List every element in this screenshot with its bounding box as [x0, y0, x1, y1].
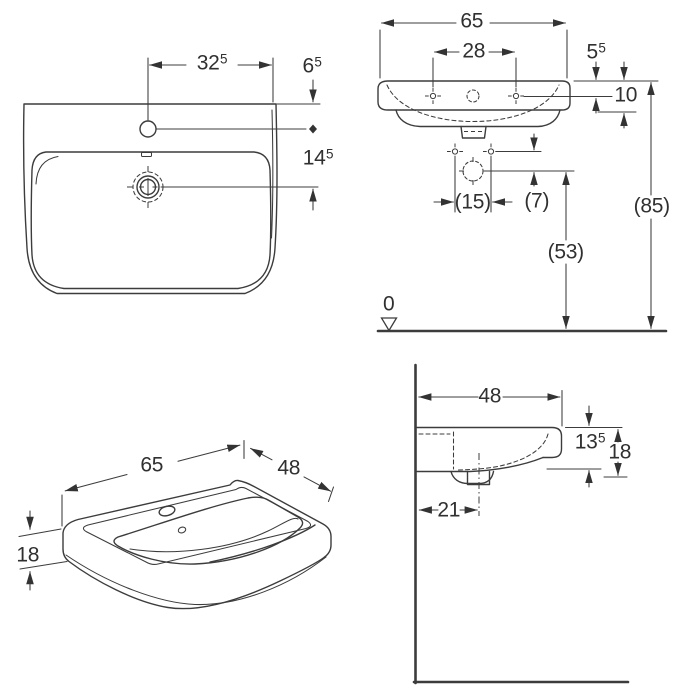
- inner-bowl-hidden-line: [386, 84, 560, 123]
- dim-label-front-rim-to-tap: 65: [302, 54, 322, 78]
- dim-label-iso-depth: 48: [277, 456, 301, 480]
- bracket-hole-left: [446, 143, 464, 160]
- drain-hidden: [462, 160, 484, 182]
- bowl-inner-curve: [129, 517, 299, 553]
- dim-label-install-drain-height: (53): [547, 240, 584, 264]
- front-view: [22, 57, 321, 295]
- bracket-hole-right: [482, 143, 500, 160]
- front-dimension-lines: [147, 57, 321, 211]
- drain-symbol: [127, 166, 164, 208]
- dim-label-install-rim-height: (85): [633, 194, 670, 218]
- drain-outlet: [460, 125, 487, 139]
- dim-label-install-width: 65: [460, 9, 484, 33]
- side-view: [412, 363, 630, 685]
- inner-rim-highlight: [35, 155, 59, 185]
- isometric-view: [18, 439, 335, 610]
- dim-label-floor-level: 0: [383, 292, 395, 316]
- dim-label-install-rim-thickness: 10: [614, 83, 638, 107]
- dim-label-side-depth: 48: [478, 384, 502, 408]
- tap-hole-iso: [158, 505, 176, 517]
- reference-point-marker: [309, 124, 317, 134]
- washbasin-outline: [22, 103, 278, 295]
- overflow-hole-iso: [177, 526, 187, 534]
- fixing-hole-left: [424, 87, 442, 105]
- zero-level-icon: [380, 317, 398, 332]
- trap-outlet: [450, 470, 495, 485]
- dim-label-install-fixing-spacing: (15): [454, 190, 491, 214]
- tap-hole: [139, 120, 157, 138]
- dim-label-install-fixing-to-drain: (7): [524, 189, 550, 213]
- isometric-dimension-lines: [18, 439, 335, 591]
- dim-label-front-tap-offset: 325: [196, 51, 228, 75]
- installation-dimension-lines: [379, 19, 659, 329]
- basin-silhouette: [62, 479, 332, 610]
- basin-inner-rim: [30, 151, 272, 290]
- overflow-slot: [141, 152, 152, 157]
- bowl-opening: [113, 496, 304, 565]
- rim-slab-side: [416, 426, 563, 459]
- basin-underside-side: [416, 456, 544, 473]
- dim-label-iso-width: 65: [140, 453, 164, 477]
- tap-hole-hidden: [466, 89, 480, 103]
- right-edge-accent-line: [270, 109, 274, 239]
- side-dimension-lines: [418, 389, 628, 514]
- top-face-inner-rim: [82, 486, 312, 565]
- dim-label-install-rim-to-holes: 55: [586, 40, 606, 64]
- dim-label-side-height: 18: [608, 440, 632, 464]
- fixing-hole-right: [507, 87, 525, 105]
- dim-label-install-hole-spacing: 28: [462, 39, 486, 63]
- dim-label-front-tap-to-drain: 145: [302, 146, 334, 170]
- dim-label-side-rim-to-outlet: 135: [574, 430, 606, 454]
- front-face-crease: [65, 554, 327, 606]
- front-rim-accent: [209, 524, 316, 563]
- dim-label-side-wall-to-trap: 21: [437, 498, 461, 522]
- rim-slab-outline: [377, 80, 571, 111]
- dim-label-iso-height: 18: [16, 543, 40, 567]
- installation-view: [376, 19, 668, 333]
- hidden-lines-side: [418, 431, 549, 516]
- bowl-underside: [395, 109, 561, 128]
